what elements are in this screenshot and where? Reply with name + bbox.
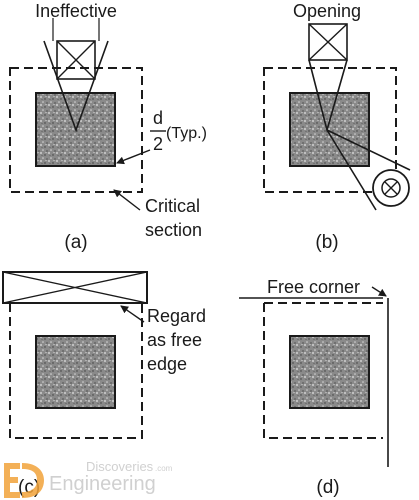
watermark-logo	[4, 463, 44, 498]
panel-a-dim-typ: (Typ.)	[166, 125, 207, 142]
panel-c-critical-perimeter	[9, 303, 143, 439]
panel-b-opening-circle-cross	[384, 181, 398, 195]
panel-b-critical-perimeter	[263, 67, 397, 193]
panel-a: Ineffective d 2 (Typ.) Critical section …	[9, 1, 207, 253]
panel-b-top-label: Opening	[293, 1, 361, 21]
panel-b-opening-top-cross	[308, 23, 348, 61]
panel-b-diag-lines	[326, 129, 411, 211]
panel-d-note-arrow	[371, 286, 387, 297]
panel-a-dim-arrow	[116, 149, 151, 165]
panel-d-note: Free corner	[267, 277, 360, 297]
panel-d: Free corner (d)	[239, 277, 389, 498]
watermark-line2: Engineering	[49, 473, 156, 495]
panel-a-opening-cross	[56, 40, 96, 80]
panel-c: Regard as free edge (c)	[2, 271, 206, 498]
panel-a-note-line1: Critical	[145, 196, 200, 216]
panel-a-critical-perimeter	[9, 67, 143, 193]
panel-c-note-line3: edge	[147, 354, 187, 374]
panel-a-column	[35, 92, 116, 167]
panel-b: Opening (b)	[263, 1, 411, 253]
panel-a-note-arrow	[113, 189, 141, 211]
panel-d-caption: (d)	[316, 477, 339, 498]
panel-d-critical-perimeter	[263, 302, 383, 439]
panel-a-note-line2: section	[145, 220, 202, 240]
panel-c-note-line1: Regard	[147, 306, 206, 326]
panel-d-column	[289, 335, 370, 409]
panel-b-column	[289, 92, 370, 167]
panel-a-ineffective-lines	[43, 40, 109, 133]
panel-a-dim-denominator: 2	[153, 134, 163, 154]
panel-c-note-line2: as free	[147, 330, 202, 350]
panel-c-note-arrow	[120, 305, 145, 323]
watermark: Discoveries .com Engineering	[4, 459, 173, 498]
panel-a-top-label: Ineffective	[35, 1, 117, 21]
panel-b-caption: (b)	[315, 232, 338, 253]
panel-c-opening-slot-cross	[2, 271, 148, 304]
panel-a-caption: (a)	[64, 232, 87, 253]
watermark-line1: Discoveries	[86, 459, 154, 474]
panel-a-dim-numerator: d	[153, 108, 163, 128]
watermark-line1-suffix: .com	[155, 464, 173, 473]
panel-c-column	[35, 335, 116, 409]
